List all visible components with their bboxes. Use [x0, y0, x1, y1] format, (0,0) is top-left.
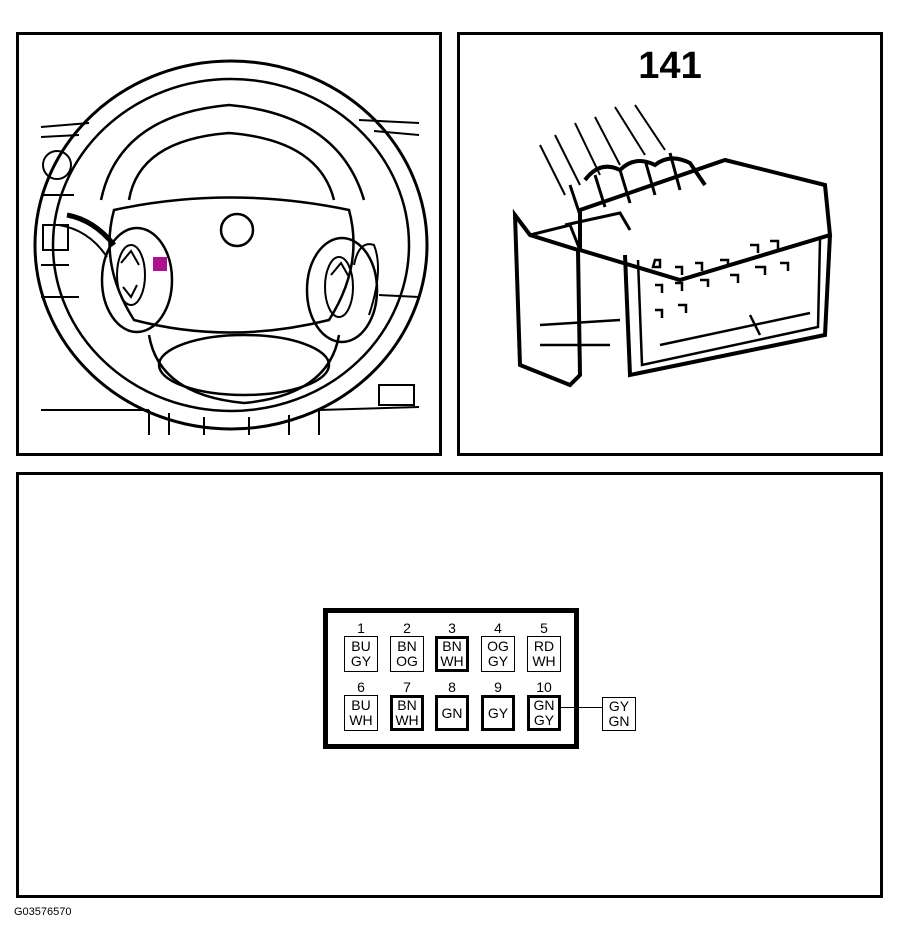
steering-wheel-illustration: [33, 59, 429, 435]
wire-color-2: GY: [350, 653, 372, 669]
wire-color-2: OG: [396, 653, 418, 669]
wire-color-1: BU: [351, 697, 371, 713]
wire-color-2: WH: [440, 653, 464, 669]
connector-illustration: [512, 104, 833, 388]
wire-color-2: GY: [487, 653, 509, 669]
pin-number: 2: [403, 620, 411, 636]
wire-color-2: WH: [349, 712, 373, 728]
pin-number: 8: [448, 679, 456, 695]
connector-face: [323, 608, 579, 749]
pin-number: 1: [357, 620, 365, 636]
wire-color-2: WH: [532, 653, 556, 669]
wire-color-1: GN: [533, 697, 555, 713]
external-wire-box: GY GN: [602, 697, 636, 731]
wire-color-1: GY: [487, 704, 509, 721]
wire-color-1: RD: [533, 638, 555, 654]
connector-number: 141: [638, 45, 702, 87]
pin-number: 3: [448, 620, 456, 636]
pin-number: 7: [403, 679, 411, 695]
wire-color-1: GN: [441, 704, 463, 721]
pin-number: 10: [536, 679, 552, 695]
pin-cavity: GY: [481, 695, 515, 731]
connector-panel: 141: [457, 32, 883, 456]
wire-color-1: BN: [397, 638, 417, 654]
external-wire-line: [559, 707, 602, 708]
pin-cavity: GN: [435, 695, 469, 731]
steering-wheel-panel: [16, 32, 442, 456]
highlight-marker: [153, 257, 167, 271]
wire-color-2: GY: [533, 712, 555, 728]
wire-color-2: GN: [608, 713, 630, 729]
pin-number: 6: [357, 679, 365, 695]
pin-number: 4: [494, 620, 502, 636]
wire-color-1: BN: [442, 638, 462, 654]
wire-color-1: GY: [608, 698, 630, 714]
pin-number: 9: [494, 679, 502, 695]
pin-number: 5: [540, 620, 548, 636]
figure-id: G03576570: [14, 906, 72, 918]
wire-color-1: OG: [487, 638, 509, 654]
wire-color-1: BU: [351, 638, 371, 654]
wire-color-1: BN: [397, 697, 417, 713]
wire-color-2: WH: [395, 712, 419, 728]
